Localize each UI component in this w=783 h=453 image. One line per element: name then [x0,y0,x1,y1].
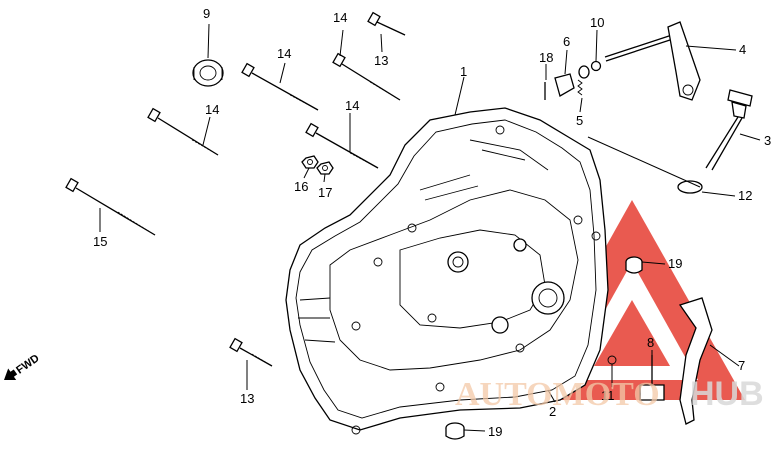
watermark-text: AUTOMOTO HUB [455,375,764,413]
label-11: 11 [601,388,615,403]
label-14-c: 14 [345,98,359,113]
label-8: 8 [647,335,654,350]
watermark-part1: AUTOMOTO [455,376,660,413]
shaft-4 [604,21,701,101]
bolt-14-c [305,122,379,169]
label-2: 2 [549,404,556,419]
crankcase-cover [285,107,609,435]
spring-5 [577,79,583,96]
fwd-arrow-icon [4,368,18,380]
dowel-19-top [625,256,643,274]
label-16: 16 [294,179,308,194]
label-9: 9 [203,6,210,21]
fwd-indicator: FWD [4,352,42,380]
bolt-15 [65,177,156,236]
bolt-14-a [332,52,401,101]
dipstick-3 [705,89,753,171]
label-17: 17 [318,185,332,200]
switch-8 [639,355,665,401]
label-7: 7 [738,358,745,373]
label-14-a: 14 [333,10,347,25]
bolt-13-top [367,11,406,36]
bolt-14-d [147,107,219,156]
label-14-b: 14 [277,46,291,61]
label-14-d: 14 [205,102,219,117]
label-6: 6 [563,34,570,49]
bolt-group [65,11,406,367]
label-19-top: 19 [668,256,682,271]
part-labels: 9 14 13 14 14 14 15 16 17 1 18 6 10 5 4 … [93,6,771,439]
nut-17 [316,161,334,175]
nut-16 [301,155,319,169]
label-13-bottom: 13 [240,391,254,406]
label-10: 10 [590,15,604,30]
label-13-top: 13 [374,53,388,68]
label-18: 18 [539,50,553,65]
label-12: 12 [738,188,752,203]
bracket-7 [678,297,713,425]
label-1: 1 [460,64,467,79]
label-5: 5 [576,113,583,128]
fwd-label: FWD [14,352,41,376]
watermark-part2: HUB [690,375,764,413]
label-15: 15 [93,234,107,249]
o-ring-10 [590,60,602,72]
leader-lines [99,23,761,432]
bolt-13-bottom [229,337,273,367]
oil-seal-9 [192,59,224,87]
dowel-19-bottom [445,422,465,440]
label-4: 4 [739,42,746,57]
label-19-bottom: 19 [488,424,502,439]
lever-6 [554,73,575,97]
small-parts [192,21,753,440]
bolt-14-b [241,62,319,111]
label-3: 3 [764,133,771,148]
o-ring-12 [677,180,703,194]
